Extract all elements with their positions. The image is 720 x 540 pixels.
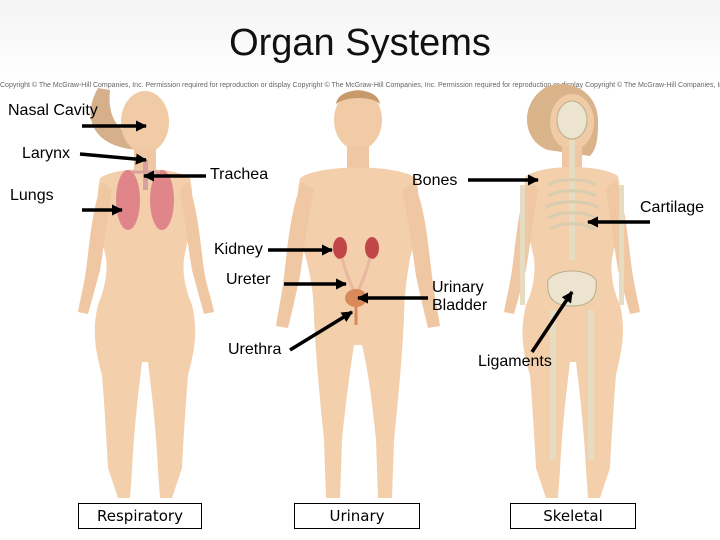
pointer-arrows [79, 120, 650, 353]
caption-skeletal: Skeletal [510, 503, 636, 529]
respiratory-figure [78, 88, 214, 498]
slide-title: Organ Systems [229, 22, 491, 64]
copyright-strip: Copyright © The McGraw-Hill Companies, I… [0, 80, 720, 91]
label-bones: Bones [412, 172, 458, 189]
label-trachea: Trachea [210, 166, 269, 183]
label-larynx: Larynx [22, 145, 71, 162]
copyright-text-1: Copyright © The McGraw-Hill Companies, I… [0, 82, 291, 89]
label-nasal-cavity: Nasal Cavity [8, 102, 98, 119]
copyright-text-3: Copyright © The McGraw-Hill Companies, I… [585, 82, 720, 89]
label-cartilage: Cartilage [640, 199, 705, 216]
label-urethra: Urethra [228, 341, 282, 358]
ligaments-arrow [530, 291, 574, 353]
copyright-text-2: Copyright © The McGraw-Hill Companies, I… [292, 82, 584, 89]
label-lungs: Lungs [10, 187, 54, 204]
label-urinary-bladder: Urinary Bladder [432, 279, 488, 315]
caption-respiratory: Respiratory [78, 503, 202, 529]
caption-urinary: Urinary [294, 503, 420, 529]
label-ureter: Ureter [226, 271, 271, 288]
title-band [0, 0, 720, 82]
larynx-arrow [79, 152, 148, 165]
label-kidney: Kidney [214, 241, 263, 258]
skeletal-figure [504, 84, 640, 498]
urinary-figure [276, 90, 440, 498]
label-ligaments: Ligaments [478, 353, 552, 370]
urethra-arrow [289, 310, 353, 352]
